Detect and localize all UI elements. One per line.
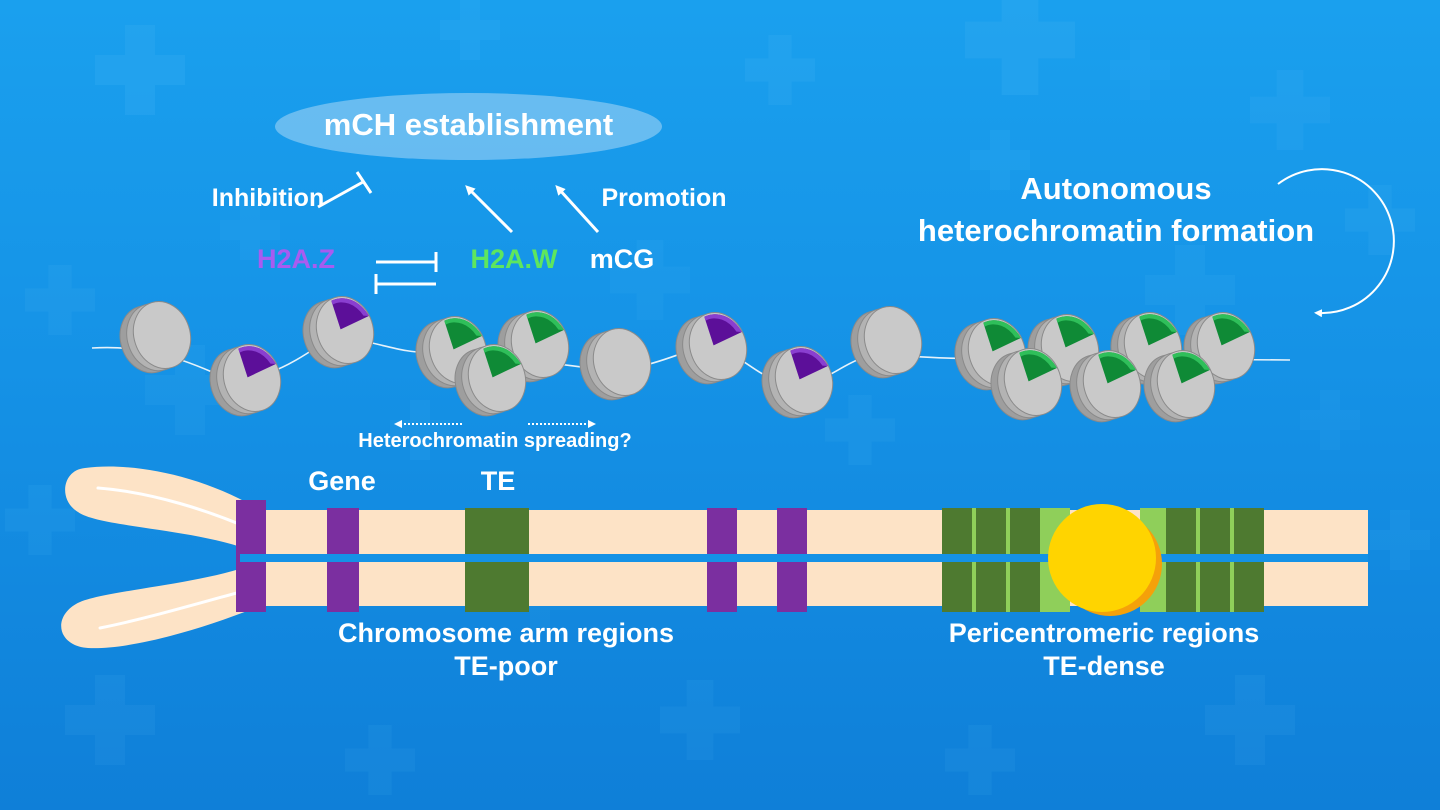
nucleosome-fiber xyxy=(119,296,1256,423)
background-cross xyxy=(610,240,691,320)
background-cross xyxy=(745,35,815,106)
background-cross xyxy=(1300,390,1360,450)
nucleosome-h2az xyxy=(209,344,282,417)
nucleosome-h2aw xyxy=(1069,350,1142,423)
promotion-label: Promotion xyxy=(601,184,727,212)
mcg-promotion-arrow xyxy=(555,185,600,234)
background-cross xyxy=(660,680,741,761)
h2aw-label: H2A.W xyxy=(470,244,558,274)
gene-label: Gene xyxy=(308,466,376,496)
te-label: TE xyxy=(480,466,516,496)
nucleosome-unmarked xyxy=(850,306,923,379)
background-cross xyxy=(4,485,75,555)
pericentromeric-label-line1: Pericentromeric regions xyxy=(948,618,1260,648)
spreading-label: Heterochromatin spreading? xyxy=(358,430,632,452)
background-cross xyxy=(1110,40,1170,100)
background-cross xyxy=(345,725,416,795)
h2aw-inhibits-h2az-arrow xyxy=(374,274,436,294)
background-cross xyxy=(945,725,1015,795)
background-cross xyxy=(24,265,96,336)
background-cross xyxy=(1370,510,1430,570)
nucleosome-unmarked xyxy=(119,301,192,374)
h2az-inhibits-h2aw-arrow xyxy=(376,252,438,272)
background-cross xyxy=(65,675,155,765)
mch-establishment-bubble xyxy=(275,93,662,160)
h2aw-promotion-arrow xyxy=(465,185,514,234)
autonomous-loop-arrow xyxy=(1277,168,1395,318)
background-cross xyxy=(220,200,280,260)
background-cross xyxy=(970,130,1030,190)
background-cross xyxy=(825,395,895,466)
autonomous-label-line1: Autonomous xyxy=(1020,171,1212,206)
background-cross xyxy=(440,0,500,60)
chromosome-arm-label-line2: TE-poor xyxy=(454,651,558,681)
nucleosome-h2az xyxy=(761,346,834,419)
chromosome xyxy=(61,466,1369,649)
nucleosome-h2az xyxy=(302,296,375,369)
autonomous-label-line2: heterochromatin formation xyxy=(917,213,1315,248)
chromosome-arm-label-line1: Chromosome arm regions xyxy=(337,618,675,648)
nucleosome-h2aw xyxy=(1183,312,1256,385)
nucleosome-h2az xyxy=(675,312,748,385)
background-cross xyxy=(145,345,235,435)
mch-establishment-label: mCH establishment xyxy=(323,107,614,142)
background-cross xyxy=(95,25,185,115)
chromatid-gap xyxy=(240,554,1368,562)
nucleosome-h2aw xyxy=(1143,350,1216,423)
pericentromeric-label-line2: TE-dense xyxy=(1043,651,1165,681)
background-cross xyxy=(1250,70,1330,150)
mcg-label: mCG xyxy=(589,244,655,274)
background-cross xyxy=(965,0,1075,95)
background-cross xyxy=(1205,675,1295,765)
background-cross xyxy=(1145,245,1235,335)
nucleosome-unmarked xyxy=(579,328,652,401)
background-cross xyxy=(390,400,450,460)
background-cross xyxy=(1345,185,1416,255)
nucleosome-h2aw xyxy=(990,348,1063,421)
h2az-label: H2A.Z xyxy=(256,244,335,274)
inhibition-label: Inhibition xyxy=(211,184,325,212)
centromere xyxy=(1048,504,1156,612)
nucleosome-h2aw xyxy=(454,344,527,417)
inhibition-arrow xyxy=(317,171,373,209)
